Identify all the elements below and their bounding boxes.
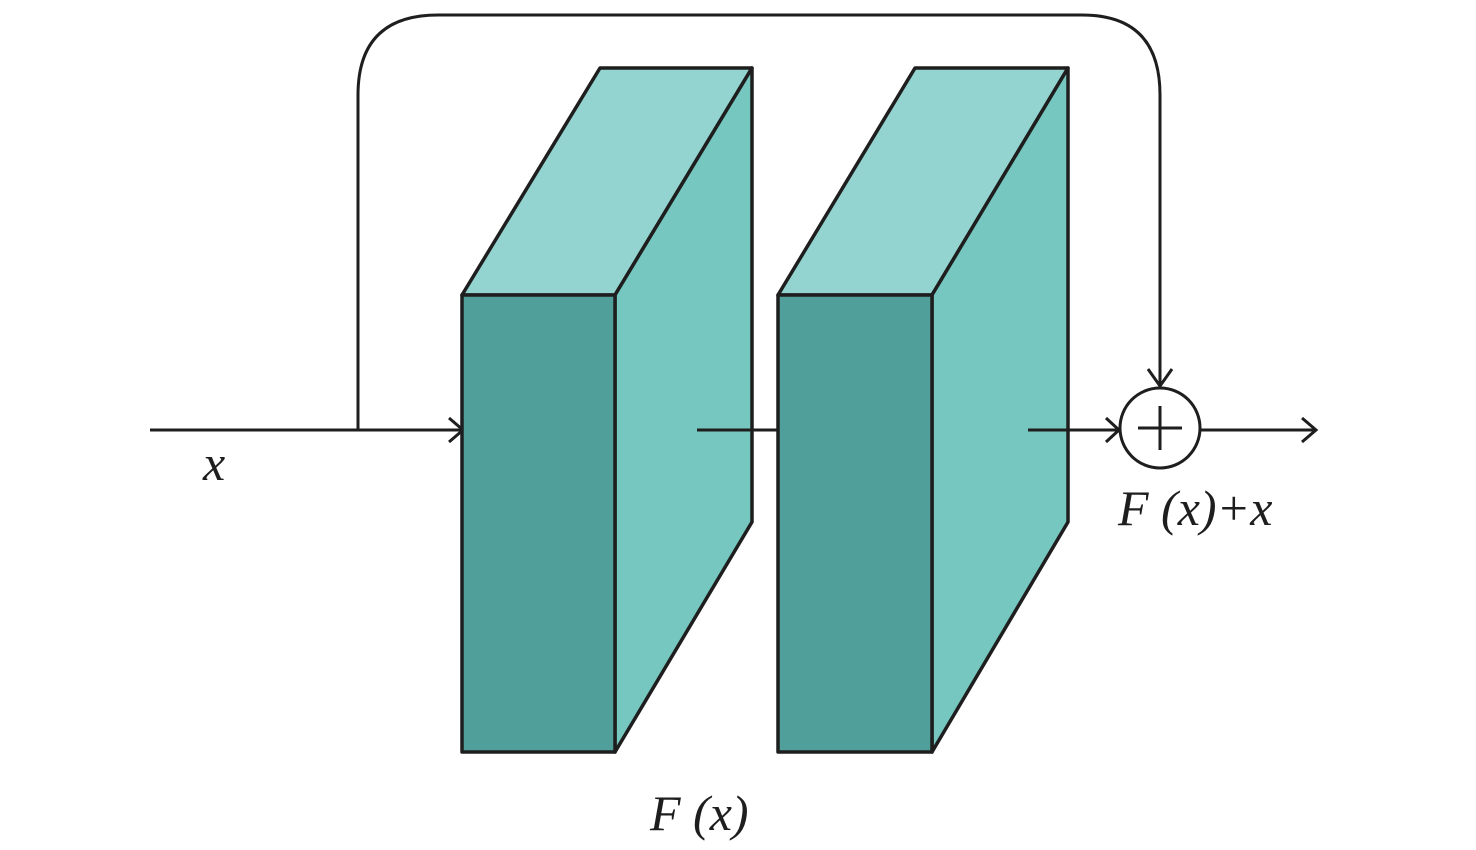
skip-connection <box>356 13 1162 430</box>
layer-block-2 <box>776 66 1070 754</box>
residual-function-label: F (x) <box>649 785 749 841</box>
layer-block-1 <box>460 66 754 754</box>
output-label: F (x)+x <box>1117 480 1272 536</box>
layer-block-1-front <box>460 293 617 754</box>
layer-block-2-front <box>776 293 934 754</box>
circle-plus-icon <box>1118 386 1202 470</box>
output-arrowhead <box>1301 416 1319 444</box>
input-label: x <box>202 435 225 491</box>
skip-connection-arrowhead <box>1146 368 1174 389</box>
